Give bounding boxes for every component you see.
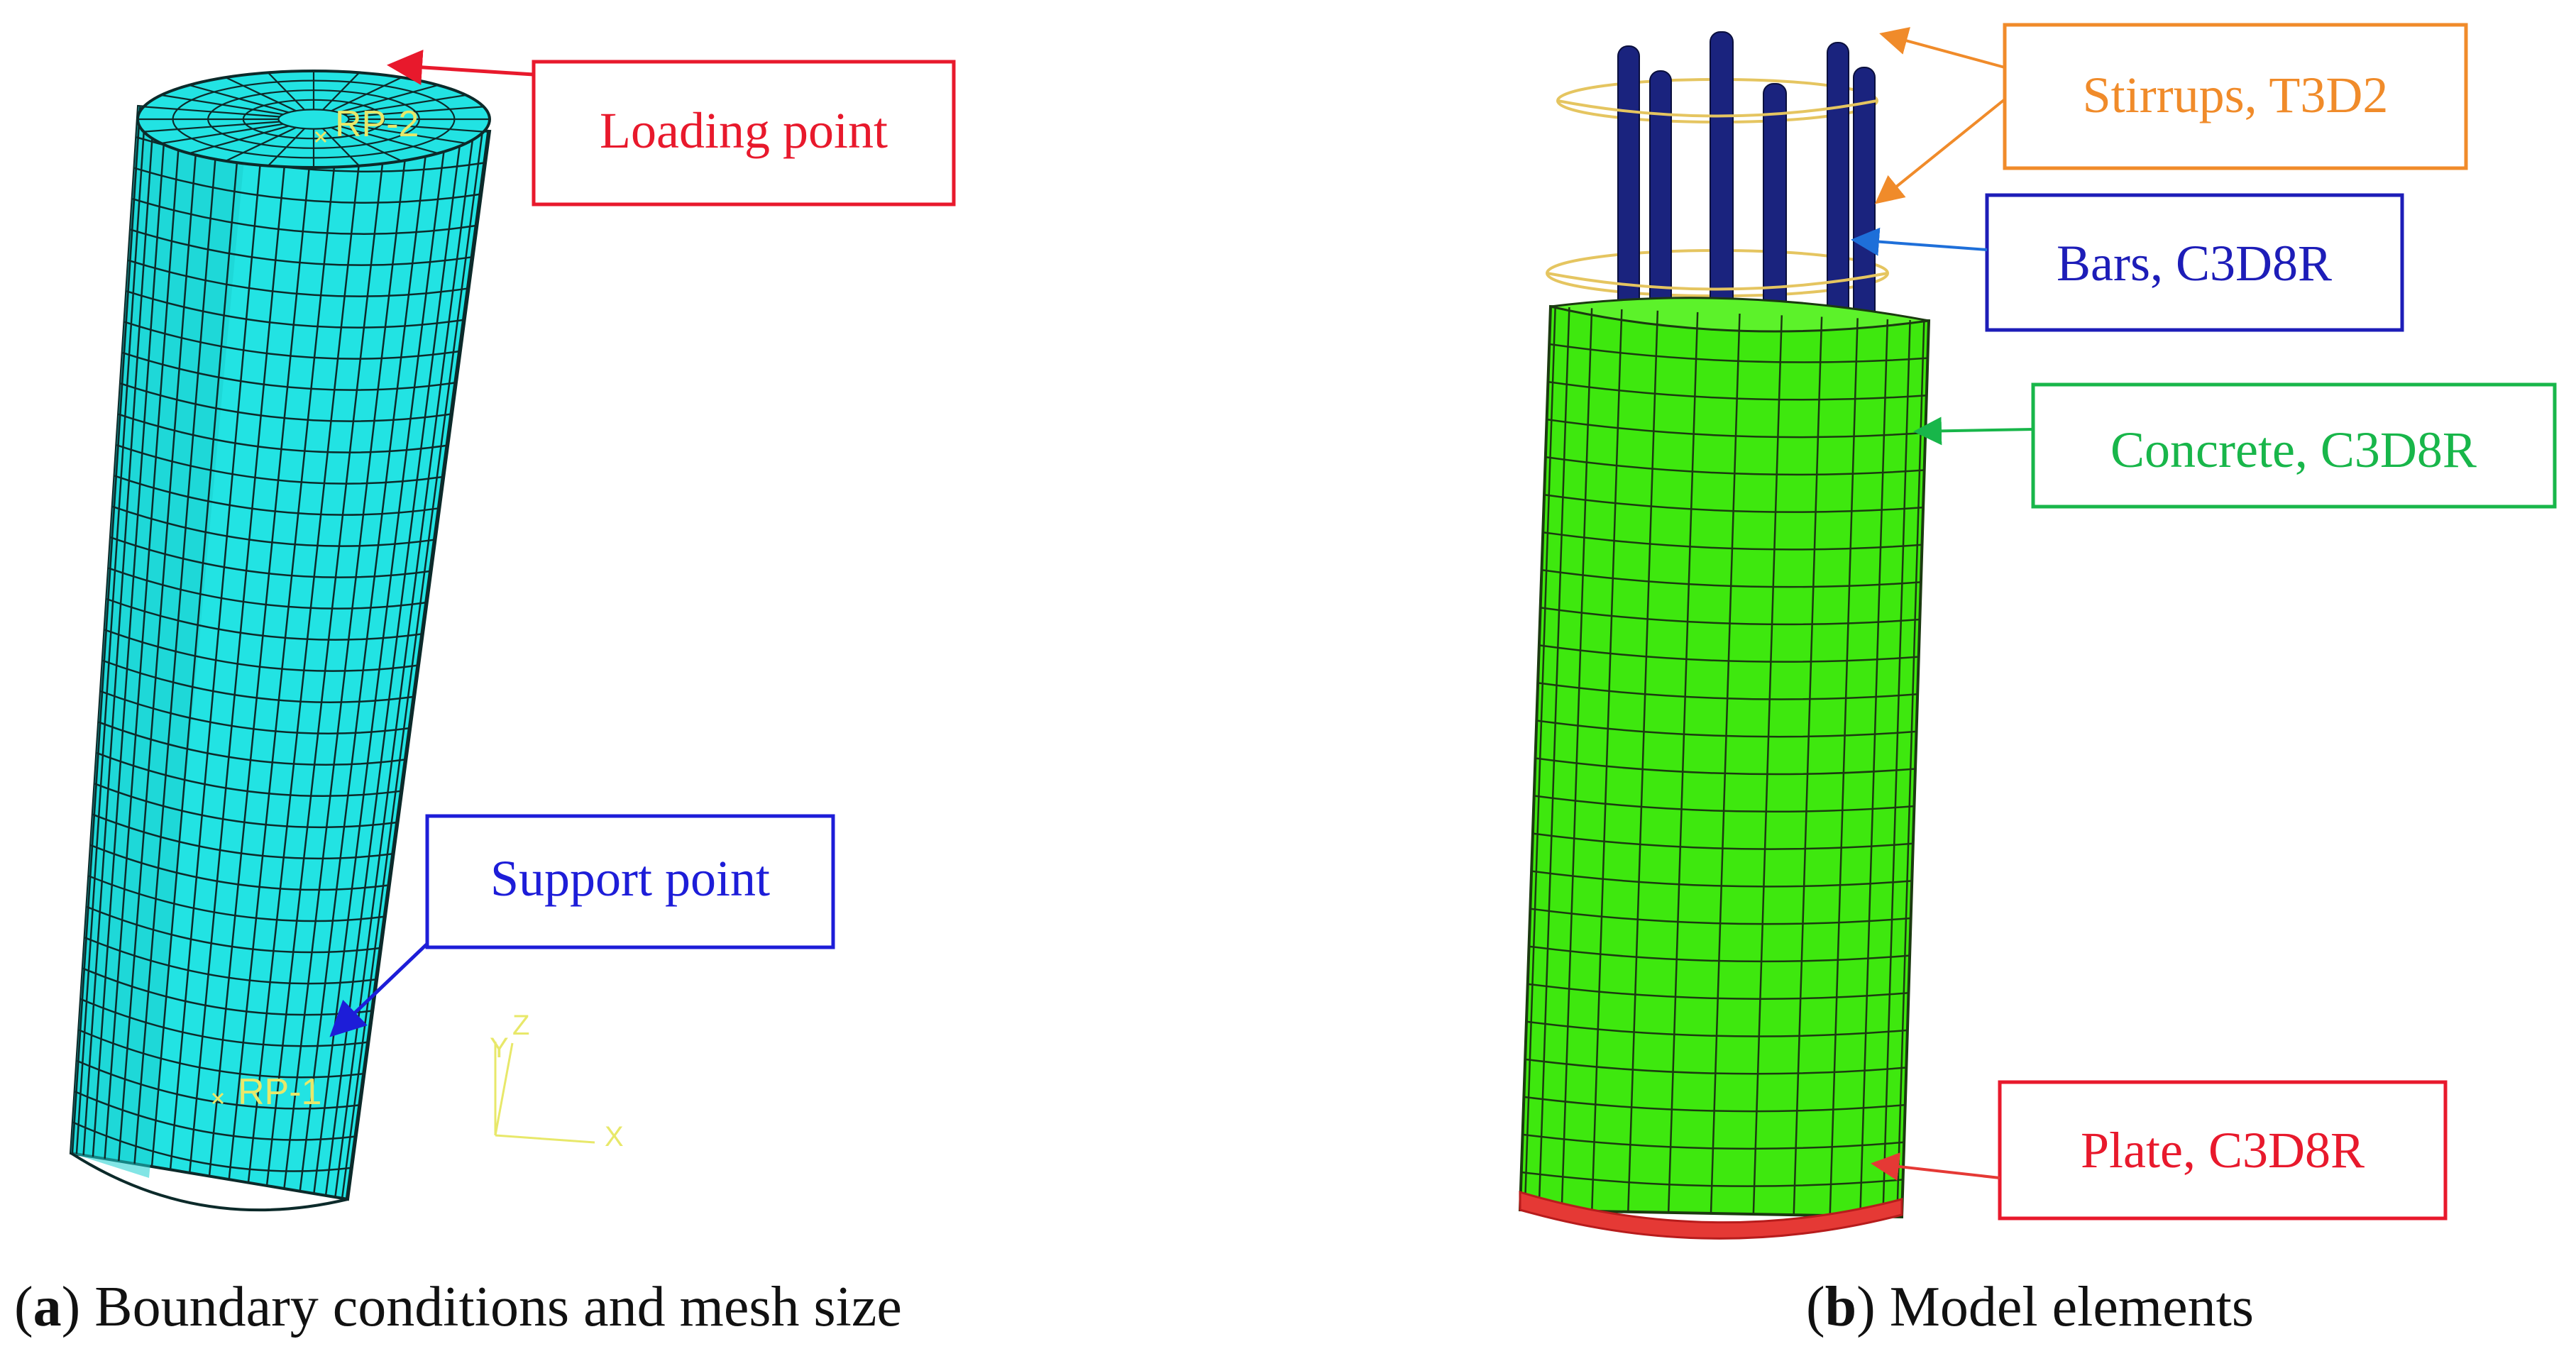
caption-b-text: Model elements [1876, 1276, 2254, 1338]
concrete-column-mesh [1518, 297, 1931, 1219]
plate-box [1998, 1080, 2448, 1221]
caption-a-text: Boundary conditions and mesh size [80, 1276, 902, 1338]
plate-arrow [1871, 1152, 2000, 1181]
caption-a-letter: a [33, 1276, 62, 1338]
support-point-box [425, 814, 835, 949]
stirrups-front [1546, 99, 1888, 291]
rp1-label: RP-1 [238, 1071, 321, 1113]
concrete-arrow [1913, 417, 2034, 446]
loading-point-arrow [387, 49, 534, 85]
stirrups-box [2003, 23, 2468, 170]
support-point-label: Support point [490, 850, 770, 907]
bars-arrow [1851, 227, 1988, 256]
support-point-callout: Support point [329, 814, 835, 1037]
loading-point-box [532, 60, 956, 206]
bars-box [1985, 193, 2404, 332]
axis-y-label: Y [490, 1032, 509, 1064]
plate-callout: Plate, C3D8R [1871, 1080, 2448, 1221]
reference-point-rp1: RP-1 [211, 1071, 321, 1113]
coordinate-axes: Y Z X [490, 1010, 624, 1152]
concrete-callout: Concrete, C3D8R [1913, 382, 2557, 509]
concrete-box [2031, 382, 2557, 509]
stirrups-arrow-upper [1879, 27, 2005, 69]
plate-label: Plate, C3D8R [2081, 1122, 2365, 1179]
axis-z-label: Z [512, 1010, 529, 1041]
loading-point-callout: Loading point [387, 49, 956, 206]
cyan-column-mesh [69, 70, 492, 1212]
stirrups-arrow-lower [1874, 98, 2006, 204]
support-point-arrow [329, 942, 429, 1037]
base-plate [1519, 1190, 1903, 1240]
bars-callout: Bars, C3D8R [1851, 193, 2404, 332]
stirrups-label: Stirrups, T3D2 [2083, 67, 2389, 123]
axis-x-label: X [605, 1121, 624, 1152]
loading-point-label: Loading point [600, 102, 888, 159]
panel-a: RP-2 RP-1 Loading point Support point Y … [14, 49, 956, 1338]
caption-b: (b) Model elements [1806, 1276, 2254, 1338]
reference-point-rp2: RP-2 [314, 104, 419, 145]
caption-b-letter: b [1825, 1276, 1857, 1338]
concrete-label: Concrete, C3D8R [2110, 421, 2477, 478]
stirrups-callout: Stirrups, T3D2 [1874, 23, 2468, 204]
bars-label: Bars, C3D8R [2057, 235, 2332, 292]
rp2-label: RP-2 [335, 104, 419, 145]
panel-b: Stirrups, T3D2 Bars, C3D8R Concrete, C3D… [1518, 23, 2557, 1338]
caption-a: (a) Boundary conditions and mesh size [14, 1276, 902, 1338]
